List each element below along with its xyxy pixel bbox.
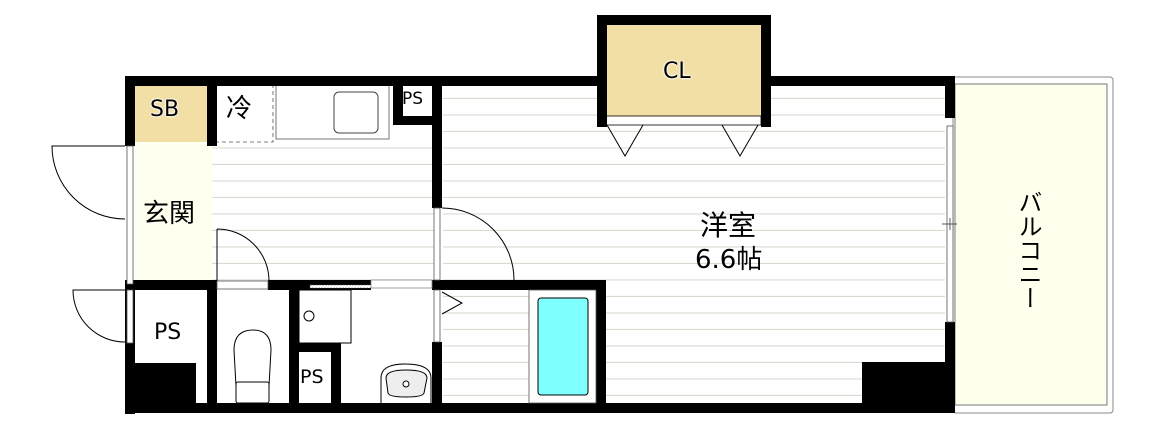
- fridge-label: 冷: [226, 94, 253, 124]
- entrance-floor: [135, 142, 212, 282]
- balcony-area: [954, 83, 1108, 406]
- fridge-space: [215, 84, 274, 143]
- western-room-label: 洋室: [700, 209, 757, 242]
- western-room-floor: [443, 85, 945, 403]
- balcony-label: バルコニー: [1014, 190, 1042, 310]
- closet-area: [606, 24, 761, 116]
- shoe-box-label: SB: [150, 97, 180, 122]
- kitchen-ps-label: PS: [402, 89, 424, 109]
- western-room-size: 6.6帖: [695, 245, 763, 275]
- kitchen-floor: [212, 142, 434, 284]
- walls: [125, 15, 955, 414]
- entry-ps-label: PS: [154, 320, 182, 345]
- wash-ps-label: PS: [300, 366, 324, 388]
- kitchen-sink: [333, 91, 379, 134]
- wash-basin: [380, 363, 432, 403]
- bathtub: [537, 297, 589, 396]
- toilet: [233, 329, 272, 404]
- closet-label: CL: [663, 59, 691, 84]
- shoe-box-area: [135, 85, 208, 142]
- entrance-label: 玄関: [143, 199, 196, 229]
